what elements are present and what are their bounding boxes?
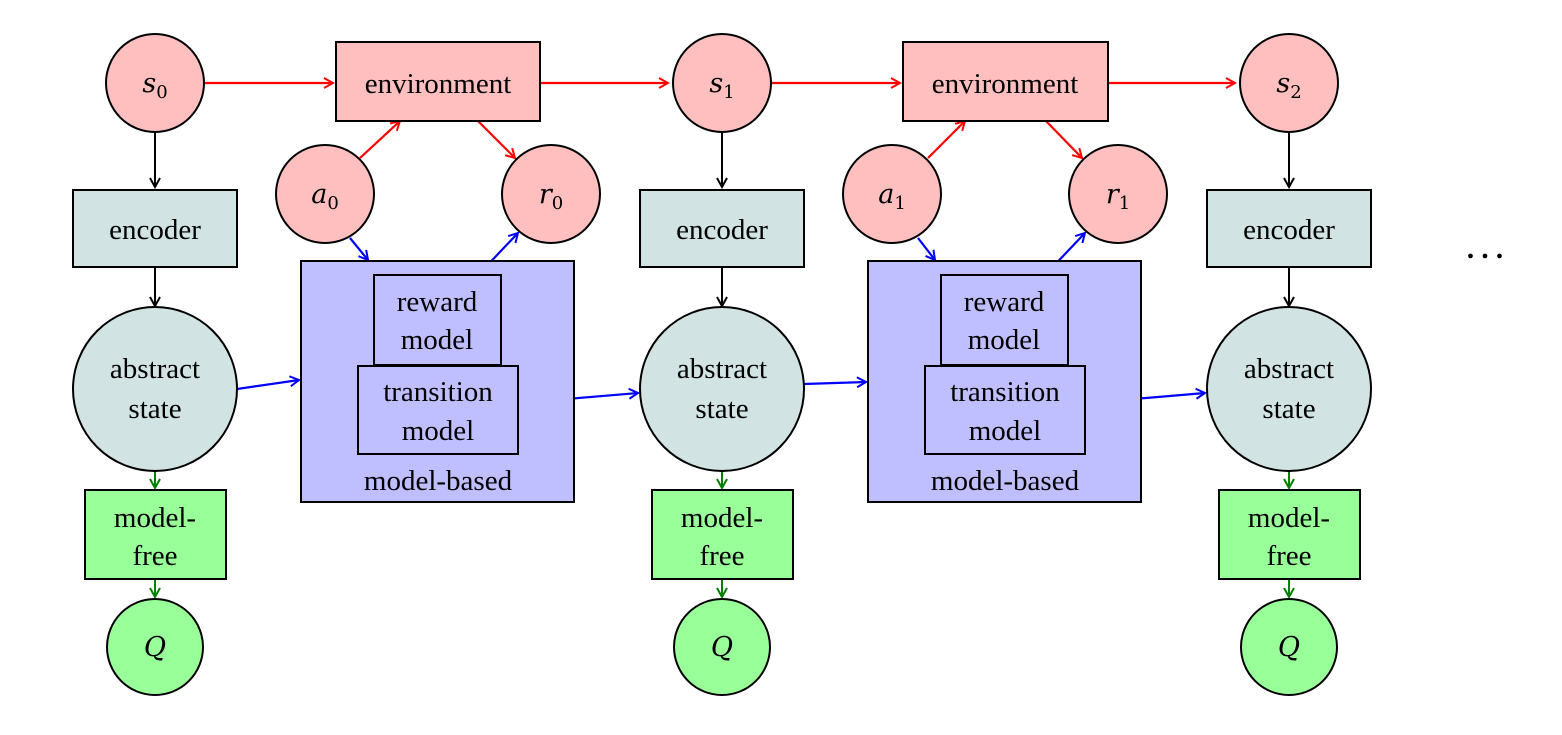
svg-text:environment: environment [365, 68, 512, 100]
svg-text:model-: model- [681, 502, 763, 534]
model-based-label-0: model-based [364, 465, 513, 497]
model-based-label-1: model-based [931, 465, 1080, 497]
svg-text:encoder: encoder [1243, 214, 1335, 246]
svg-text:encoder: encoder [109, 214, 201, 246]
model-free-arrows [155, 470, 1289, 597]
arrow-a1-to-mb1 [917, 237, 935, 260]
state-node-1: s1 [672, 33, 772, 133]
svg-text:a0: a0 [311, 179, 339, 214]
encoder-box-1: encoder [639, 189, 805, 268]
state-node-2: s2 [1239, 33, 1339, 133]
svg-text:state: state [695, 393, 748, 425]
abstract-state-node-2: abstract state [1206, 306, 1372, 472]
reward-model-box-0: reward model [373, 274, 502, 366]
svg-text:reward: reward [397, 286, 478, 318]
encoder-arrows [155, 132, 1289, 306]
svg-text:encoder: encoder [676, 214, 768, 246]
arrow-abstract1-to-mb1 [803, 382, 866, 384]
svg-text:transition: transition [950, 376, 1060, 408]
svg-text:model: model [968, 324, 1041, 356]
svg-text:model-: model- [1248, 502, 1330, 534]
reward-node-0: r0 [501, 144, 601, 244]
q-node-2: Q [1240, 598, 1338, 696]
svg-text:abstract: abstract [677, 353, 767, 385]
svg-text:s1: s1 [709, 68, 734, 103]
abstract-state-node-0: abstract state [72, 306, 238, 472]
q-node-0: Q [106, 598, 204, 696]
model-based-block-1: reward model transition model model-base… [867, 260, 1142, 503]
arrow-a1-to-env1 [927, 121, 965, 159]
svg-text:state: state [1262, 393, 1315, 425]
svg-text:model: model [401, 324, 474, 356]
svg-text:reward: reward [964, 286, 1045, 318]
svg-text:s0: s0 [142, 68, 167, 103]
svg-text:free: free [1266, 540, 1311, 572]
svg-text:free: free [132, 540, 177, 572]
svg-text:abstract: abstract [110, 353, 200, 385]
arrow-a0-to-env0 [359, 121, 400, 159]
svg-text:model-: model- [114, 502, 196, 534]
reward-model-box-1: reward model [940, 274, 1069, 366]
transition-model-box-0: transition model [357, 365, 519, 455]
svg-text:Q: Q [144, 632, 166, 663]
environment-box-0: environment [335, 41, 541, 122]
svg-text:model: model [402, 415, 475, 447]
environment-arrows [203, 83, 1235, 158]
svg-text:a1: a1 [878, 179, 906, 214]
svg-text:model: model [969, 415, 1042, 447]
svg-text:transition: transition [383, 376, 493, 408]
svg-text:Q: Q [711, 632, 733, 663]
arrow-a0-to-mb0 [349, 237, 368, 260]
model-free-box-2: model- free [1218, 489, 1361, 580]
svg-text:r1: r1 [1106, 179, 1130, 214]
abstract-state-node-1: abstract state [639, 306, 805, 472]
environment-box-1: environment [902, 41, 1109, 122]
action-node-0: a0 [275, 144, 375, 244]
encoder-box-2: encoder [1206, 189, 1372, 268]
action-node-1: a1 [842, 144, 942, 244]
svg-text:state: state [128, 393, 181, 425]
model-free-box-0: model- free [84, 489, 227, 580]
model-based-block-0: reward model transition model model-base… [300, 260, 575, 503]
reward-node-1: r1 [1068, 144, 1168, 244]
svg-text:free: free [699, 540, 744, 572]
svg-text:r0: r0 [539, 179, 563, 214]
svg-text:s2: s2 [1276, 68, 1301, 103]
arrow-env0-to-r0 [477, 120, 515, 158]
svg-text:environment: environment [932, 68, 1079, 100]
model-free-box-1: model- free [651, 489, 794, 580]
svg-text:abstract: abstract [1244, 353, 1334, 385]
state-node-0: s0 [105, 33, 205, 133]
q-node-1: Q [673, 598, 771, 696]
arrow-env1-to-r1 [1045, 120, 1082, 158]
encoder-box-0: encoder [72, 189, 238, 268]
svg-text:Q: Q [1278, 632, 1300, 663]
arrow-abstract0-to-mb0 [236, 380, 299, 391]
transition-model-box-1: transition model [924, 365, 1086, 455]
continuation-ellipsis: . . . [1467, 233, 1503, 265]
